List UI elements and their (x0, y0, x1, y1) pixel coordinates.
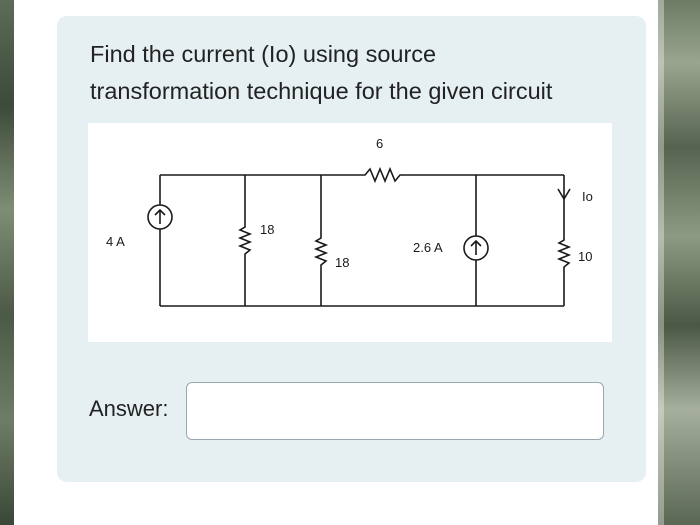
resistor-b-label: 18 (335, 255, 349, 270)
background-photo-left (0, 0, 14, 525)
question-line-1: Find the current (Io) using source (90, 41, 437, 67)
background-photo-right (658, 0, 700, 525)
resistor-a-label: 18 (260, 222, 274, 237)
current-source-left-arrow (154, 208, 166, 224)
current-source-right-arrow (470, 239, 482, 255)
resistor-18-b (313, 175, 329, 306)
io-arrow-icon (557, 188, 571, 201)
question-text: Find the current (Io) using source trans… (90, 36, 630, 110)
answer-input[interactable] (186, 382, 604, 440)
circuit-svg: 4 A 18 18 6 2.6 A Io 10 (106, 136, 593, 307)
resistor-top-label: 6 (376, 136, 383, 151)
resistor-18-a (237, 175, 253, 306)
current-io-label: Io (582, 189, 593, 204)
source-right-label: 2.6 A (413, 240, 443, 255)
top-wire (160, 166, 564, 184)
circuit-diagram: 4 A 18 18 6 2.6 A Io 10 (88, 123, 612, 342)
answer-label: Answer: (89, 396, 169, 421)
resistor-10 (556, 175, 572, 306)
question-line-2: transformation technique for the given c… (90, 78, 553, 104)
resistor-right-label: 10 (578, 249, 592, 264)
source-left-label: 4 A (106, 234, 125, 249)
